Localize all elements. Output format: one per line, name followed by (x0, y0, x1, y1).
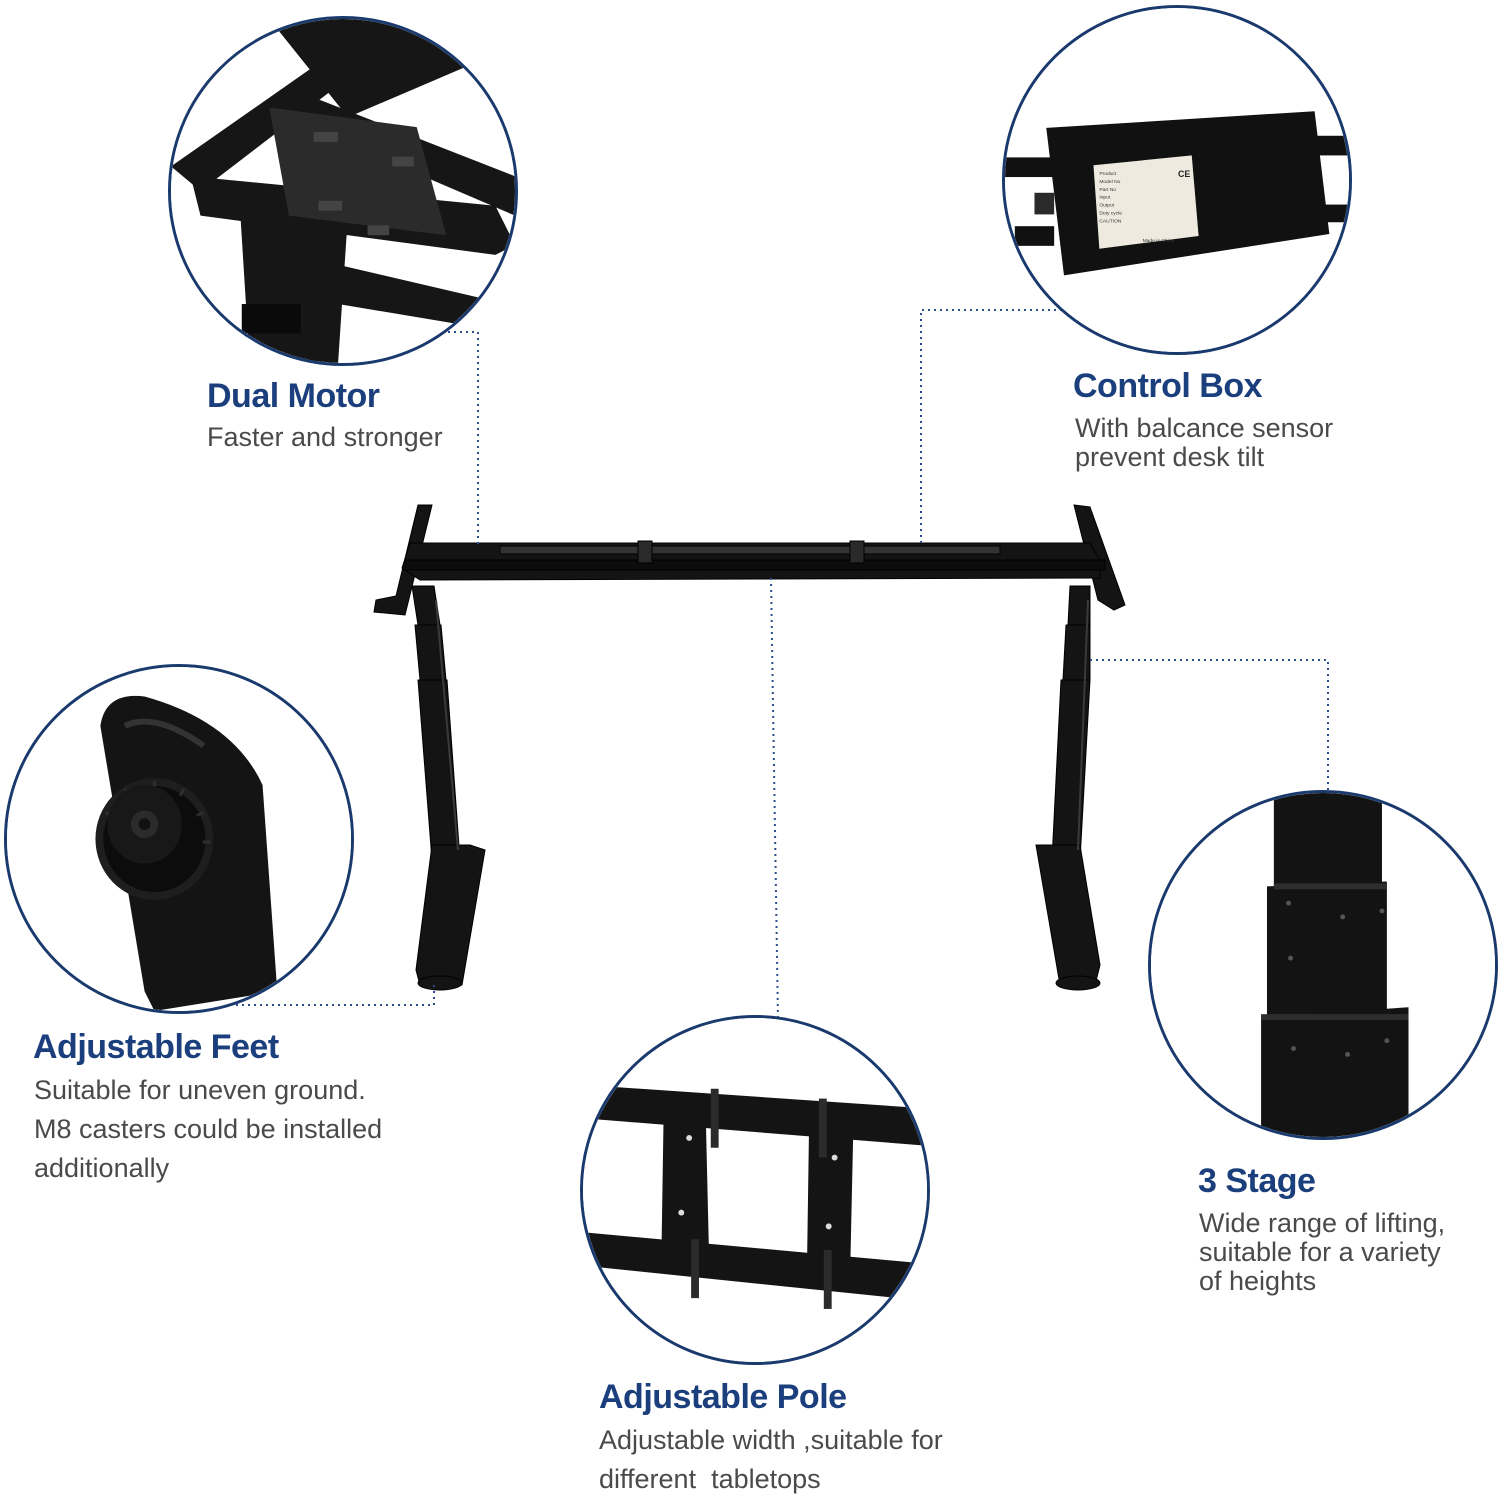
control-box-label-product: Product (1099, 171, 1117, 177)
control-box-image: Product Model No Part No Input Output Du… (1005, 8, 1349, 352)
control-box-title: Control Box (1073, 367, 1263, 405)
adjustable-pole-title: Adjustable Pole (599, 1378, 847, 1416)
control-box-detail-circle: Product Model No Part No Input Output Du… (1002, 5, 1352, 355)
adjustable-feet-description-line-3: additionally (34, 1153, 170, 1183)
adjustable-feet-description-line-1: Suitable for uneven ground. (34, 1075, 366, 1105)
control-box-label-input: Input (1099, 195, 1111, 201)
three-stage-description-line-3: of heights (1199, 1266, 1317, 1296)
control-box-description-line-2: prevent desk tilt (1075, 442, 1265, 472)
control-box-label-output: Output (1099, 203, 1114, 209)
control-box-ce-mark: CE (1178, 169, 1190, 179)
three-stage-detail-circle (1148, 790, 1498, 1140)
adjustable-feet-description-line-2: M8 casters could be installed (34, 1114, 383, 1144)
dual-motor-description-line-1: Faster and stronger (207, 422, 443, 452)
adjustable-pole-image (583, 1018, 927, 1362)
control-box-label-caution: CAUTION (1099, 218, 1122, 224)
adjustable-pole-description-line-1: Adjustable width ,suitable for (599, 1425, 943, 1455)
three-stage-title: 3 Stage (1198, 1162, 1316, 1200)
dual-motor-image (171, 19, 515, 363)
dual-motor-detail-circle (168, 16, 518, 366)
adjustable-pole-description-line-2: different tabletops (599, 1464, 821, 1494)
control-box-label-part: Part No (1099, 187, 1116, 193)
control-box-description-line-1: With balcance sensor (1075, 413, 1334, 443)
adjustable-feet-title: Adjustable Feet (33, 1028, 279, 1066)
adjustable-feet-detail-circle (4, 664, 354, 1014)
three-stage-image (1151, 793, 1495, 1137)
control-box-label-origin: Made in China (1143, 238, 1175, 244)
control-box-label-duty: Duty cycle (1099, 210, 1122, 216)
adjustable-pole-detail-circle (580, 1015, 930, 1365)
adjustable-feet-image (7, 667, 351, 1011)
three-stage-description-line-2: suitable for a variety (1199, 1237, 1441, 1267)
three-stage-description-line-1: Wide range of lifting, (1199, 1208, 1446, 1238)
dual-motor-title: Dual Motor (207, 377, 380, 415)
control-box-label-model: Model No (1099, 179, 1120, 185)
